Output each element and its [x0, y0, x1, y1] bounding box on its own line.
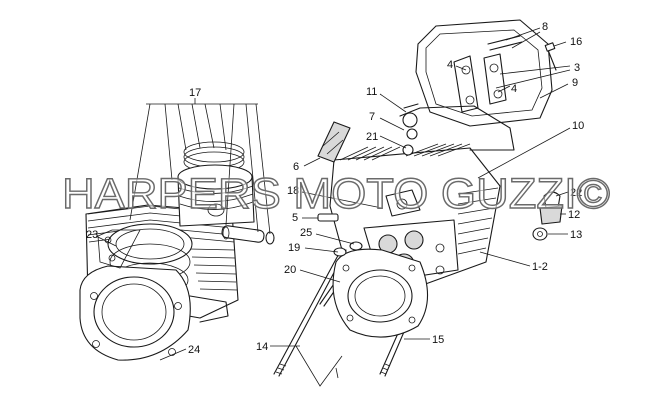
- part-6-block: [317, 121, 351, 163]
- callout-15: 15: [432, 334, 444, 346]
- callout-labels: 17 23 24 14 15 20 19 25 18 5 6 7 11 21 8…: [86, 21, 584, 356]
- callout-3: 3: [574, 62, 580, 74]
- callout-19: 19: [288, 242, 300, 254]
- watermark: HARPERS MOTO GUZZI©: [62, 170, 610, 218]
- callout-17: 17: [189, 87, 201, 99]
- rocker-cover: [415, 19, 553, 127]
- leader-lines: [95, 27, 571, 387]
- gudgeon-pin: [221, 225, 265, 243]
- cover-bolt: [544, 42, 557, 71]
- callout-18: 18: [287, 185, 299, 197]
- base-gasket: [79, 265, 191, 361]
- callout-8: 8: [542, 21, 548, 33]
- callout-11: 11: [366, 86, 377, 98]
- callout-21: 21: [366, 131, 378, 143]
- callout-14: 14: [256, 341, 268, 353]
- spark-plug-parts: [532, 191, 563, 241]
- piston: [177, 164, 255, 227]
- callout-13: 13: [570, 229, 582, 241]
- callout-6: 6: [293, 161, 299, 173]
- callout-23: 23: [86, 229, 98, 241]
- callout-9: 9: [572, 77, 578, 89]
- callout-10: 10: [572, 120, 584, 132]
- head-gasket-23: [97, 229, 141, 269]
- callout-20: 20: [284, 264, 296, 276]
- callout-7: 7: [369, 111, 375, 123]
- callout-25: 25: [300, 227, 312, 239]
- callout-4-right: 4: [511, 83, 517, 95]
- callout-22: 22: [570, 187, 582, 199]
- callout-5: 5: [292, 212, 298, 224]
- callout-16: 16: [570, 36, 582, 48]
- callout-4-left: 4: [447, 59, 453, 71]
- head-fins: [339, 143, 499, 255]
- callout-24: 24: [188, 344, 200, 356]
- callout-1-2: 1-2: [532, 261, 548, 273]
- dowel-5: [317, 213, 339, 222]
- small-valve-parts: [402, 103, 419, 156]
- head-gasket-20: [332, 248, 429, 338]
- rocker-cover-gasket: [399, 105, 515, 151]
- callout-12: 12: [568, 209, 580, 221]
- cylinder-barrel: [79, 204, 239, 361]
